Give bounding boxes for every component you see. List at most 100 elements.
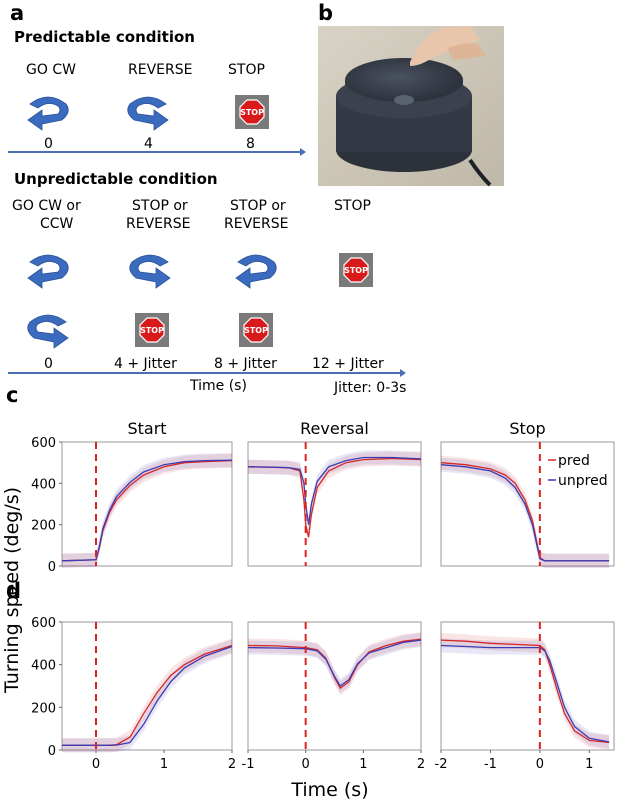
stop-sign-icon: STOP <box>235 95 269 129</box>
pred-label-go: GO CW <box>26 62 76 78</box>
series-band-unpred <box>248 450 421 532</box>
unpred-tick-4: 4 + Jitter <box>114 356 177 372</box>
x-tick-label: 2 <box>228 757 236 772</box>
plot-d-0: 0 200 400 600 0 1 2 <box>31 616 236 772</box>
series-band-unpred <box>62 639 232 753</box>
series-line-pred <box>440 639 610 744</box>
device-photo <box>318 26 504 187</box>
panel-a: a Predictable condition GO CW REVERSE ST… <box>8 1 406 396</box>
series-line-unpred <box>62 645 233 746</box>
panel-d: d <box>6 579 21 603</box>
unpredictable-title: Unpredictable condition <box>14 170 218 188</box>
unpred-label-4: STOP <box>334 198 371 214</box>
y-tick-label: 400 <box>31 477 56 492</box>
x-tick-label: 0 <box>92 757 100 772</box>
series-band-pred <box>62 638 232 753</box>
x-tick-label: 1 <box>359 757 367 772</box>
panel-letter-b: b <box>318 1 333 25</box>
pred-tick-8: 8 <box>246 136 255 152</box>
rotation-arrow-reverse-icon <box>127 96 169 131</box>
panel-letter-d: d <box>6 579 21 603</box>
legend: pred unpred <box>548 453 608 489</box>
series-band-pred <box>248 451 421 545</box>
plot-title: Reversal <box>300 419 369 438</box>
unpred-label-go-1: GO CW or <box>12 198 81 214</box>
series-band-pred <box>441 455 610 568</box>
stop-sign-text: STOP <box>244 326 268 335</box>
x-tick-label: -2 <box>435 757 448 772</box>
x-tick-label: 1 <box>160 757 168 772</box>
plot-frame <box>440 621 615 751</box>
y-axis-label: Turning speed (deg/s) <box>1 487 23 694</box>
x-tick-label: 2 <box>417 757 425 772</box>
plot-frame <box>61 621 233 751</box>
pred-label-reverse: REVERSE <box>128 62 192 78</box>
predictable-title: Predictable condition <box>14 28 195 46</box>
series-line-unpred <box>440 644 610 743</box>
y-tick-label: 0 <box>48 560 56 575</box>
legend-label-pred: pred <box>558 453 590 469</box>
legend-label-unpred: unpred <box>558 473 608 489</box>
series-band-unpred <box>441 638 610 749</box>
unpred-label-2-1: STOP or <box>132 198 188 214</box>
pred-label-stop: STOP <box>228 62 265 78</box>
plot-frame <box>247 441 422 567</box>
series-line-unpred <box>247 456 422 525</box>
stop-sign-icon: STOP <box>135 313 169 347</box>
panel-b: b <box>318 1 504 187</box>
rotation-arrow-cw-icon <box>27 254 69 289</box>
y-tick-label: 200 <box>31 519 56 534</box>
stop-sign-icon: STOP <box>239 313 273 347</box>
rotation-arrow-cw-icon <box>27 96 69 131</box>
pred-tick-4: 4 <box>144 136 153 152</box>
plot-title: Start <box>127 419 166 438</box>
stop-sign-icon: STOP <box>339 253 373 287</box>
plot-frame <box>247 621 422 751</box>
series-band-pred <box>441 633 610 750</box>
timeline-arrowhead-icon <box>300 148 306 156</box>
unpred-tick-12: 12 + Jitter <box>312 356 384 372</box>
x-tick-label: -1 <box>484 757 497 772</box>
y-tick-label: 600 <box>31 616 56 631</box>
stop-sign-text: STOP <box>344 266 368 275</box>
plot-frame <box>61 441 233 567</box>
plot-c-1: Reversal <box>247 419 422 567</box>
unpred-label-3-1: STOP or <box>230 198 286 214</box>
unpred-label-2-2: REVERSE <box>126 216 190 232</box>
jitter-note: Jitter: 0-3s <box>333 380 406 396</box>
series-line-unpred <box>61 459 233 562</box>
y-tick-label: 400 <box>31 659 56 674</box>
plot-title: Stop <box>509 419 545 438</box>
stop-sign-text: STOP <box>140 326 164 335</box>
y-tick-label: 0 <box>48 744 56 759</box>
x-tick-label: 0 <box>302 757 310 772</box>
pred-tick-0: 0 <box>44 136 53 152</box>
panel-letter-c: c <box>6 383 18 407</box>
rotation-arrow-cw-icon <box>235 254 277 289</box>
plot-c-0: Start 0 200 400 600 <box>31 419 233 575</box>
x-tick-label: -1 <box>242 757 255 772</box>
timeline-axis-label: Time (s) <box>189 378 247 394</box>
unpred-tick-0: 0 <box>44 356 53 372</box>
rotation-arrow-ccw-icon <box>27 314 69 349</box>
unpred-label-3-2: REVERSE <box>224 216 288 232</box>
series-band-unpred <box>62 453 232 568</box>
plot-frame <box>440 441 615 567</box>
x-tick-label: 1 <box>585 757 593 772</box>
y-tick-label: 200 <box>31 701 56 716</box>
timeline-arrowhead-icon <box>400 369 406 377</box>
y-tick-label: 600 <box>31 436 56 451</box>
series-band-unpred <box>441 457 610 568</box>
panel-c: c <box>6 383 18 407</box>
plot-d-1: -1 0 1 2 <box>242 621 425 772</box>
panel-letter-a: a <box>10 1 24 25</box>
x-tick-label: 0 <box>536 757 544 772</box>
x-axis-label: Time (s) <box>290 779 368 801</box>
plot-d-2: -2 -1 0 1 <box>435 621 615 772</box>
plot-c-2: Stop <box>440 419 615 568</box>
series-line-unpred <box>440 464 610 562</box>
unpred-label-go-2: CCW <box>40 216 74 232</box>
series-band-pred <box>62 453 232 568</box>
